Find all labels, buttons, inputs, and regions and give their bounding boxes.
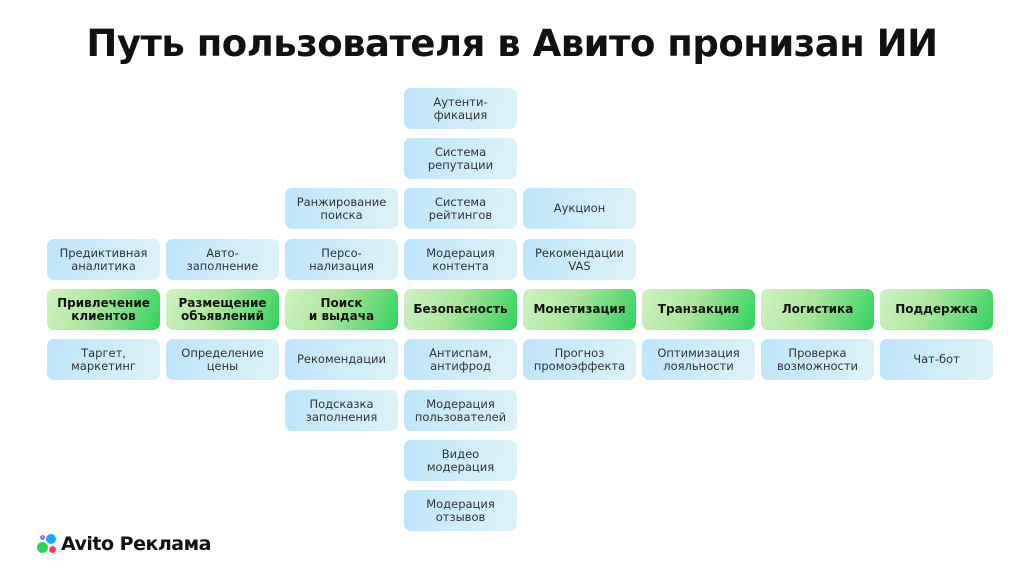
- ai-feature-box: Чат-бот: [880, 339, 993, 380]
- ai-feature-box: Прогноз промоэффекта: [523, 339, 636, 380]
- ai-feature-box: Аутенти- фикация: [404, 88, 517, 129]
- stage-box: Транзакция: [642, 289, 755, 330]
- ai-feature-box: Рекомендации: [285, 339, 398, 380]
- page-title: Путь пользователя в Авито пронизан ИИ: [86, 22, 938, 65]
- stage-box: Логистика: [761, 289, 874, 330]
- ai-feature-box: Модерация пользователей: [404, 390, 517, 431]
- stage-box: Безопасность: [404, 289, 517, 330]
- ai-feature-box: Оптимизация лояльности: [642, 339, 755, 380]
- ai-feature-box: Подсказка заполнения: [285, 390, 398, 431]
- ai-feature-box: Рекомендации VAS: [523, 239, 636, 280]
- stage-box: Размещение объявлений: [166, 289, 279, 330]
- ai-feature-box: Антиспам, антифрод: [404, 339, 517, 380]
- ai-feature-box: Ранжирование поиска: [285, 188, 398, 229]
- stage-box: Привлечение клиентов: [47, 289, 160, 330]
- ai-feature-box: Система рейтингов: [404, 188, 517, 229]
- logo-text: Avito Реклама: [61, 533, 211, 555]
- ai-feature-box: Авто- заполнение: [166, 239, 279, 280]
- ai-feature-box: Аукцион: [523, 188, 636, 229]
- ai-feature-box: Определение цены: [166, 339, 279, 380]
- ai-feature-box: Видео модерация: [404, 440, 517, 481]
- ai-feature-box: Персо- нализация: [285, 239, 398, 280]
- ai-feature-box: Предиктивная аналитика: [47, 239, 160, 280]
- ai-feature-box: Модерация отзывов: [404, 490, 517, 531]
- ai-feature-box: Проверка возможности: [761, 339, 874, 380]
- stage-box: Поддержка: [880, 289, 993, 330]
- ai-feature-box: Таргет, маркетинг: [47, 339, 160, 380]
- stage-box: Поиск и выдача: [285, 289, 398, 330]
- ai-feature-box: Модерация контента: [404, 239, 517, 280]
- ai-feature-box: Система репутации: [404, 138, 517, 179]
- avito-logo: Avito Реклама: [37, 533, 211, 555]
- stage-box: Монетизация: [523, 289, 636, 330]
- avito-logo-icon: [37, 534, 57, 554]
